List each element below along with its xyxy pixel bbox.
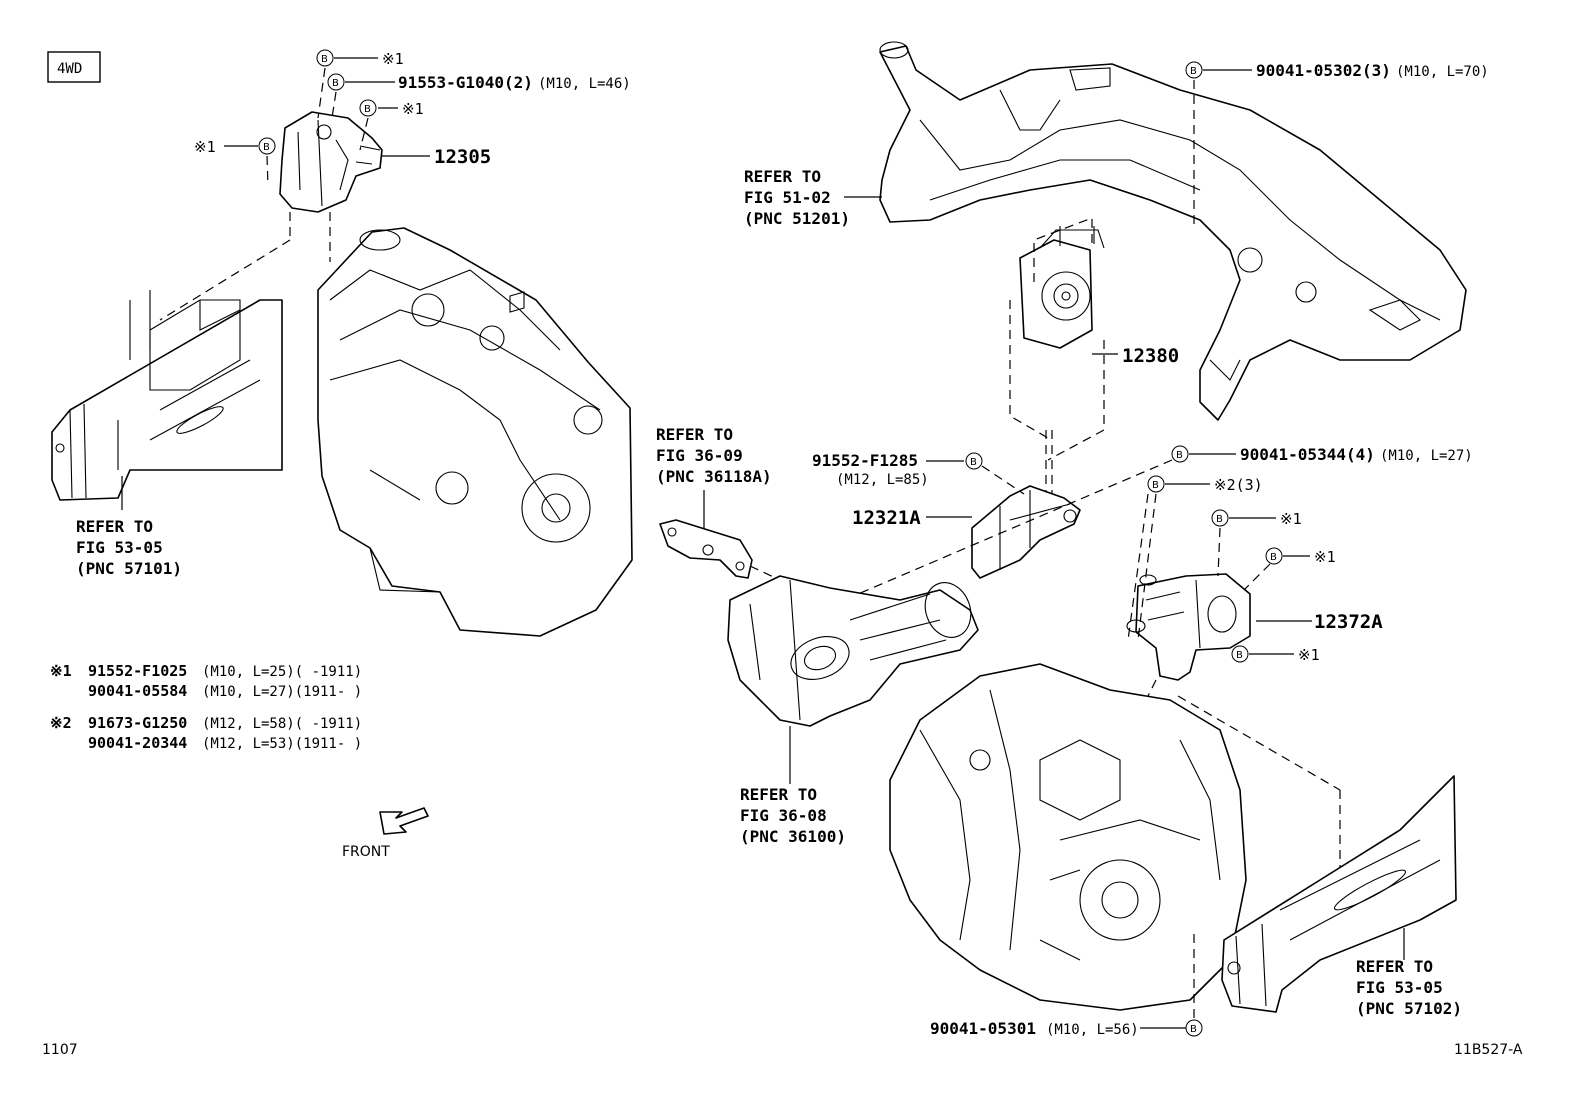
note-spec: (M12, L=58)( -1911): [202, 716, 362, 732]
note-part: 91552-F1025: [88, 662, 187, 680]
refer-label: FIG 53-05: [76, 538, 163, 557]
note-spec: (M10, L=27)(1911- ): [202, 684, 362, 700]
note-part: 90041-05584: [88, 682, 187, 700]
svg-text:B: B: [1176, 450, 1183, 461]
refer-label: REFER TO: [1356, 957, 1433, 976]
refer-label: (PNC 57101): [76, 559, 182, 578]
refer-label: FIG 53-05: [1356, 978, 1443, 997]
svg-text:B: B: [364, 104, 371, 115]
svg-text:B: B: [1236, 650, 1243, 661]
note-spec: (M12, L=53)(1911- ): [202, 736, 362, 752]
bolt-part-number[interactable]: 90041-05344(4): [1240, 445, 1375, 464]
engine-mount-12305[interactable]: [279, 111, 383, 213]
refer-label: (PNC 36100): [740, 827, 846, 846]
svg-text:B: B: [1152, 480, 1159, 491]
svg-text:B: B: [332, 78, 339, 89]
bracket-12321A[interactable]: [971, 485, 1081, 579]
note-part: 91673-G1250: [88, 714, 187, 732]
bolt-part-number[interactable]: 91552-F1285: [812, 451, 918, 470]
engine-block: [317, 227, 633, 637]
transfer-assembly[interactable]: [727, 575, 979, 727]
svg-text:B: B: [1190, 66, 1197, 77]
bolt-spec: (M10, L=70): [1396, 64, 1489, 80]
badge-4wd: 4WD: [47, 51, 101, 83]
note-mark: ※2: [50, 714, 72, 732]
notes-block: ※1 91552-F1025 (M10, L=25)( -1911) 90041…: [50, 662, 362, 752]
bolt-spec: (M10, L=27): [1380, 448, 1473, 464]
ref-mark: ※1: [1314, 548, 1336, 566]
svg-text:B: B: [1270, 552, 1277, 563]
svg-text:B: B: [1216, 514, 1223, 525]
ref-mark: ※1: [1280, 510, 1302, 528]
suspension-crossmember[interactable]: [879, 41, 1467, 421]
refer-label: REFER TO: [744, 167, 821, 186]
transmission-assembly: [889, 663, 1247, 1011]
front-arrow-icon: [379, 807, 429, 835]
bolt-part-number[interactable]: 90041-05301: [930, 1019, 1036, 1038]
refer-label: REFER TO: [76, 517, 153, 536]
bracket-36118A[interactable]: [659, 519, 753, 579]
engine-mount-12380[interactable]: [1019, 226, 1105, 349]
bolt-part-number[interactable]: 90041-05302(3): [1256, 61, 1391, 80]
refer-label: (PNC 57102): [1356, 999, 1462, 1018]
ref-mark: ※1: [382, 50, 404, 68]
side-member-right[interactable]: [1221, 775, 1457, 1013]
refer-label: FIG 36-08: [740, 806, 827, 825]
side-member-left[interactable]: [51, 290, 283, 501]
front-label: FRONT: [342, 844, 390, 860]
bolt-spec: (M12, L=85): [836, 472, 929, 488]
note-mark: ※1: [50, 662, 72, 680]
note-part: 90041-20344: [88, 734, 187, 752]
svg-text:B: B: [321, 54, 328, 65]
refer-label: (PNC 51201): [744, 209, 850, 228]
refer-label: (PNC 36118A): [656, 467, 772, 486]
bolt-part-number[interactable]: 91553-G1040(2): [398, 73, 533, 92]
bolt-spec: (M10, L=56): [1046, 1022, 1139, 1038]
figure-code: 11B527-A: [1454, 1042, 1523, 1058]
part-12372A-label[interactable]: 12372A: [1314, 611, 1383, 633]
part-12321A-label[interactable]: 12321A: [852, 507, 921, 529]
refer-label: FIG 51-02: [744, 188, 831, 207]
part-12380-label[interactable]: 12380: [1122, 345, 1179, 367]
svg-text:B: B: [970, 457, 977, 468]
refer-label: FIG 36-09: [656, 446, 743, 465]
svg-text:B: B: [1190, 1024, 1197, 1035]
ref-mark: ※1: [1298, 646, 1320, 664]
svg-text:B: B: [263, 142, 270, 153]
refer-label: REFER TO: [740, 785, 817, 804]
part-12305-label[interactable]: 12305: [434, 146, 491, 168]
transmission-mount-12372A[interactable]: [1126, 573, 1251, 681]
bolt-spec: (M10, L=46): [538, 76, 631, 92]
badge-text: 4WD: [57, 61, 82, 77]
ref-mark: ※1: [402, 100, 424, 118]
ref-mark: ※2(3): [1214, 476, 1263, 494]
note-spec: (M10, L=25)( -1911): [202, 664, 362, 680]
ref-mark: ※1: [194, 138, 216, 156]
refer-label: REFER TO: [656, 425, 733, 444]
page-code: 1107: [42, 1042, 78, 1058]
